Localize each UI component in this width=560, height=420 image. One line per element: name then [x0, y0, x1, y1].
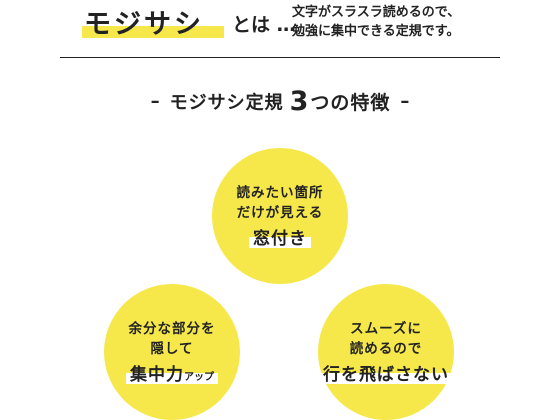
divider	[60, 57, 500, 58]
section-title-part2: つの特徴	[310, 92, 391, 114]
description-line-1: 文字がスラスラ読めるので、	[292, 5, 461, 20]
feature-highlight: 行を飛ばさない	[319, 360, 453, 385]
header-description: 文字がスラスラ読めるので、 勉強に集中できる定規です。	[292, 3, 460, 41]
feature-highlight-text: 行を飛ばさない	[323, 365, 449, 385]
description-line-2: 勉強に集中できる定規です。	[292, 24, 460, 39]
feature-line: 隠して	[150, 341, 194, 357]
feature-highlight-small: アップ	[184, 372, 214, 383]
feature-line: スムーズに	[350, 321, 422, 337]
feature-circle-no-skip: スムーズに 読めるので 行を飛ばさない	[318, 284, 454, 420]
feature-line: 読みたい箇所	[236, 185, 324, 201]
section-title-number: 3	[289, 86, 309, 117]
feature-line: だけが見える	[236, 205, 324, 221]
dash-right: –	[400, 91, 410, 112]
title-suffix: とは …	[232, 14, 296, 36]
feature-line: 余分な部分を	[128, 321, 216, 337]
feature-highlight-bar	[249, 237, 311, 248]
feature-highlight-bar	[319, 373, 453, 384]
feature-highlight: 集中力アップ	[126, 360, 218, 385]
feature-circle-focus: 余分な部分を 隠して 集中力アップ	[104, 284, 240, 420]
feature-circle-window: 読みたい箇所 だけが見える 窓付き	[212, 148, 348, 284]
feature-highlight-text: 集中力	[130, 365, 184, 385]
brand-name: モジサシ	[84, 9, 204, 40]
feature-line: 読めるので	[349, 341, 423, 357]
section-title-part1: モジサシ定規	[169, 92, 284, 114]
feature-highlight-text: 窓付き	[253, 229, 307, 249]
feature-highlight: 窓付き	[249, 224, 311, 249]
feature-highlight-bar	[126, 373, 218, 384]
dash-left: –	[150, 91, 160, 112]
